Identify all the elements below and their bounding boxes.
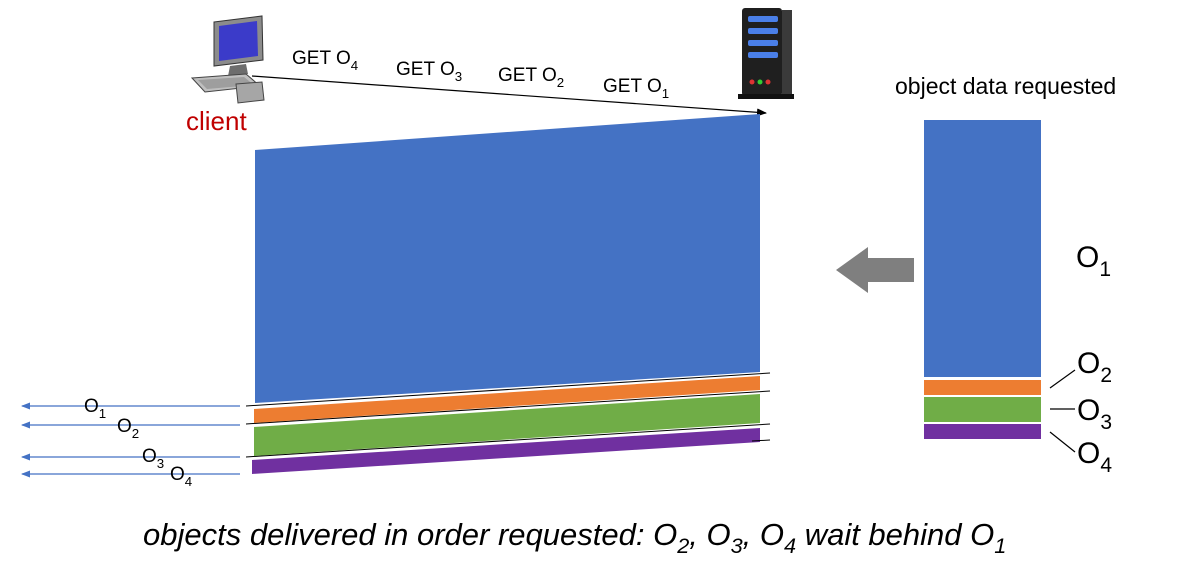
queue-block-o3 [924, 397, 1041, 422]
delivered-label-o4: O4 [170, 464, 192, 489]
response-band-o1 [255, 114, 760, 403]
delivered-label-o1: O1 [84, 396, 106, 421]
server-icon [738, 8, 794, 99]
queue-block-o4 [924, 424, 1041, 439]
left-arrow-icon [836, 247, 914, 293]
response-band-o3 [254, 394, 760, 456]
queue-block-o2 [924, 380, 1041, 395]
request-label-get-o2: GET O2 [498, 65, 564, 90]
queue-title: object data requested [895, 73, 1116, 99]
request-label-get-o3: GET O3 [396, 59, 462, 84]
queue-label-o2: O2 [1077, 347, 1112, 387]
band-divider-line [245, 390, 771, 425]
response-band-o2 [254, 376, 760, 423]
request-label-get-o4: GET O4 [292, 48, 358, 73]
client-label: client [186, 106, 247, 136]
delivered-label-o2: O2 [117, 416, 139, 441]
leader-line-o4 [1049, 431, 1076, 453]
response-band-o4 [252, 428, 760, 474]
request-label-get-o1: GET O1 [603, 76, 669, 101]
client-computer-icon [190, 15, 265, 104]
queue-label-o3: O3 [1077, 394, 1112, 434]
band-divider-line [751, 439, 771, 442]
queue-block-o1 [924, 120, 1041, 377]
caption: objects delivered in order requested: O2… [143, 517, 1006, 558]
delivered-label-o3: O3 [142, 446, 164, 471]
leader-line-o2 [1049, 369, 1076, 389]
queue-label-o1: O1 [1076, 241, 1111, 281]
queue-label-o4: O4 [1077, 437, 1112, 477]
request-arrow [251, 75, 767, 117]
band-divider-line [245, 423, 771, 458]
band-divider-line [245, 372, 771, 407]
